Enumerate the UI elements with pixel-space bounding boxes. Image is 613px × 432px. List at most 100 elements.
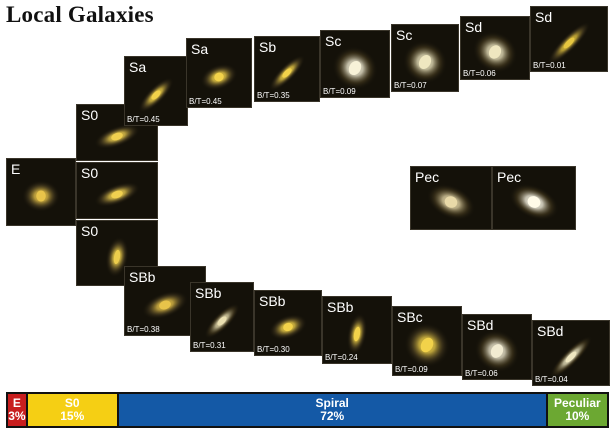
bt-ratio: B/T=0.01 — [533, 61, 566, 70]
galaxy-image — [509, 183, 559, 221]
bt-ratio: B/T=0.35 — [257, 91, 290, 100]
galaxy-image — [402, 40, 448, 84]
galaxy-image — [204, 303, 240, 339]
galaxy-image — [94, 124, 140, 149]
bar-segment-name: Spiral — [315, 396, 349, 410]
galaxy-image — [549, 335, 593, 379]
tile-label: Pec — [497, 169, 522, 185]
galaxy-image — [332, 46, 378, 90]
galaxy-core — [420, 337, 434, 353]
galaxy-core — [159, 300, 171, 310]
tile-label: SBd — [467, 317, 494, 333]
bar-segment-name: Peculiar — [554, 396, 601, 410]
galaxy-image — [268, 54, 306, 92]
tile-label: SBb — [129, 269, 156, 285]
bar-segment-percent: 3% — [8, 409, 26, 423]
bt-ratio: B/T=0.06 — [463, 69, 496, 78]
tile-label: Sd — [465, 19, 483, 35]
galaxy-tile-s0-2: S0 — [76, 162, 158, 219]
galaxy-core — [353, 326, 361, 342]
tile-label: SBd — [537, 323, 564, 339]
galaxy-core — [418, 55, 432, 69]
galaxy-image — [142, 290, 188, 320]
galaxy-image — [268, 314, 308, 340]
galaxy-core — [348, 60, 362, 76]
galaxy-image — [346, 313, 368, 355]
galaxy-image — [200, 63, 238, 91]
bt-ratio: B/T=0.45 — [127, 115, 160, 124]
galaxy-core — [214, 72, 224, 82]
galaxy-core — [527, 196, 541, 208]
galaxy-image — [404, 322, 450, 368]
bt-ratio: B/T=0.45 — [189, 97, 222, 106]
galaxy-image — [105, 236, 129, 278]
bar-segment-name: E — [12, 396, 21, 410]
bt-ratio: B/T=0.09 — [323, 87, 356, 96]
galaxy-image — [21, 180, 61, 212]
galaxy-core — [565, 351, 577, 363]
bar-segment-name: S0 — [64, 396, 80, 410]
galaxy-core — [113, 249, 121, 265]
galaxy-image — [472, 31, 518, 73]
galaxy-image — [426, 183, 476, 221]
bt-ratio: B/T=0.07 — [394, 81, 427, 90]
galaxy-core — [36, 190, 46, 202]
bt-ratio: B/T=0.04 — [535, 375, 568, 384]
galaxy-image — [94, 182, 140, 207]
tile-label: SBc — [397, 309, 423, 325]
galaxy-core — [217, 316, 227, 326]
tile-label: S0 — [81, 165, 99, 181]
galaxy-tile-pec-1: Pec — [410, 166, 492, 230]
bar-segment-percent: 10% — [565, 409, 590, 423]
galaxy-core — [111, 132, 123, 141]
galaxy-core — [490, 344, 504, 358]
tile-label: Sc — [396, 27, 413, 43]
galaxy-core — [283, 322, 293, 332]
galaxy-image — [547, 21, 591, 65]
tile-label: Pec — [415, 169, 440, 185]
galaxy-image — [138, 77, 174, 113]
bar-segment-percent: 72% — [320, 409, 345, 423]
bt-ratio: B/T=0.06 — [465, 369, 498, 378]
tile-label: Sd — [535, 9, 553, 25]
tile-label: Sc — [325, 33, 342, 49]
tile-label: SBb — [327, 299, 354, 315]
tile-label: E — [11, 161, 21, 177]
galaxy-core — [488, 45, 502, 59]
galaxy-core — [151, 90, 161, 100]
bt-ratio: B/T=0.31 — [193, 341, 226, 350]
bt-ratio: B/T=0.09 — [395, 365, 428, 374]
galaxy-core — [563, 37, 575, 49]
bt-ratio: B/T=0.30 — [257, 345, 290, 354]
galaxy-tile-e: E — [6, 158, 76, 226]
tile-label: SBb — [259, 293, 286, 309]
page-title: Local Galaxies — [6, 2, 154, 27]
tile-label: Sa — [129, 59, 147, 75]
bt-ratio: B/T=0.38 — [127, 325, 160, 334]
bt-ratio: B/T=0.24 — [325, 353, 358, 362]
tile-label: S0 — [81, 107, 99, 123]
tile-label: Sa — [191, 41, 209, 57]
galaxy-core — [282, 68, 292, 78]
tile-label: S0 — [81, 223, 99, 239]
galaxy-image — [474, 329, 520, 373]
tile-label: SBb — [195, 285, 222, 301]
galaxy-tile-pec-2: Pec — [492, 166, 576, 230]
